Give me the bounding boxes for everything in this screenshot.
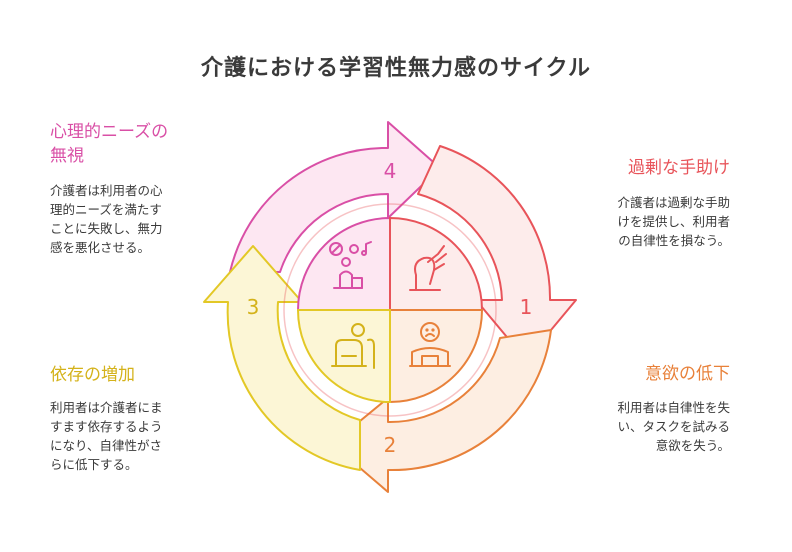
stage-1-arrow <box>417 145 577 361</box>
stage-1-number: 1 <box>520 295 533 319</box>
stage-3-desc-line: らに低下する。 <box>50 457 138 472</box>
elderly-cane-icon <box>331 323 375 369</box>
stage-1-desc-line: 介護者は過剰な手助 <box>617 195 730 210</box>
page-title: 介護における学習性無力感のサイクル <box>201 56 591 81</box>
stage-4-title: 心理的ニーズの 無視 <box>50 120 168 168</box>
caregiver-hand-icon <box>409 245 447 291</box>
stage-4-desc-line: 理的ニーズを満たす <box>50 202 162 217</box>
stage-2-desc-line: 利用者は自律性を失 <box>617 400 730 415</box>
stage-2-number: 2 <box>384 433 397 457</box>
stage-3-desc-line: 利用者は介護者にま <box>50 400 163 415</box>
stage-4-title-line2: 無視 <box>50 146 84 166</box>
stage-3-desc-line: すます依存するよう <box>50 419 163 434</box>
stage-3-desc-line: になり、自律性がさ <box>50 438 163 453</box>
sad-person-icon <box>409 322 451 367</box>
stage-3-description: 利用者は介護者にま すます依存するよう になり、自律性がさ らに低下する。 <box>50 398 163 474</box>
stage-4-desc-line: 介護者は利用者の心 <box>50 183 163 198</box>
stage-2-desc-line: 意欲を失う。 <box>655 438 730 453</box>
stage-3-number: 3 <box>247 295 260 319</box>
stage-2-arrow <box>331 329 552 493</box>
stage-4-arrow <box>229 121 441 273</box>
stage-1-quadrant <box>389 216 484 311</box>
stage-2-description: 利用者は自律性を失 い、タスクを試みる 意欲を失う。 <box>617 398 730 455</box>
stage-2-desc-line: い、タスクを試みる <box>617 419 730 434</box>
stage-1-desc-line: けを提供し、利用者 <box>617 214 730 229</box>
stage-3-arrow <box>203 245 361 471</box>
stage-4-description: 介護者は利用者の心 理的ニーズを満たす ことに失敗し、無力 感を悪化させる。 <box>50 181 163 257</box>
stage-4-quadrant <box>296 216 391 311</box>
stage-1-title: 過剰な手助け <box>628 158 730 178</box>
stage-4-desc-line: 感を悪化させる。 <box>50 240 151 255</box>
stage-4-title-line1: 心理的ニーズの <box>50 122 169 142</box>
stage-4-desc-line: ことに失敗し、無力 <box>50 221 163 236</box>
stage-3-title: 依存の増加 <box>50 365 135 385</box>
stage-1-description: 介護者は過剰な手助 けを提供し、利用者 の自律性を損なう。 <box>617 193 730 250</box>
ignored-person-icon <box>329 241 372 289</box>
stage-4-number: 4 <box>384 159 397 183</box>
stage-2-title: 意欲の低下 <box>645 364 730 384</box>
stage-1-desc-line: の自律性を損なう。 <box>618 233 730 248</box>
